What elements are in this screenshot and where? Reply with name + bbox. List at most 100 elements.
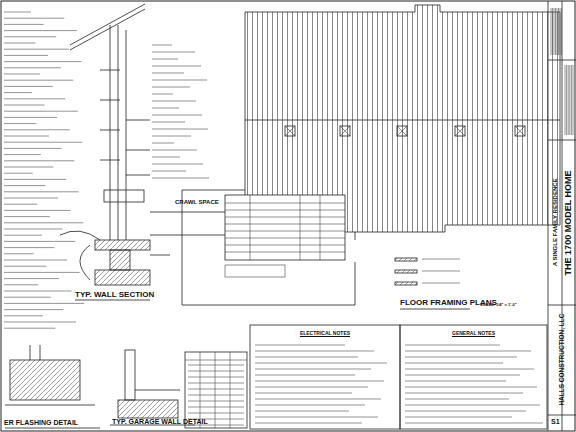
fine-print-stroke [4, 303, 84, 304]
fine-print-stroke [255, 381, 384, 382]
scale-note: SCALE: 1/4" = 1'-0" [480, 303, 517, 307]
fine-print-stroke [152, 52, 195, 53]
fine-print-stroke [4, 241, 75, 242]
fine-print-stroke [4, 222, 83, 223]
notes-box: GENERAL NOTES [400, 325, 547, 429]
fine-print-stroke [4, 129, 70, 130]
fine-print-stroke [405, 411, 526, 412]
fine-print-stroke [152, 80, 207, 81]
fine-print-stroke [4, 191, 79, 192]
fine-print-stroke [4, 247, 54, 248]
fine-print-stroke [4, 136, 49, 137]
detail-title: ER FLASHING DETAIL [4, 419, 78, 427]
fine-print-stroke [255, 375, 355, 376]
space-label: CRAWL SPACE [175, 199, 219, 206]
fine-print-stroke [4, 272, 80, 273]
fine-print-stroke [405, 399, 509, 400]
fine-print-stroke [152, 129, 208, 130]
fine-print-stroke [4, 315, 43, 316]
fine-print-stroke [4, 61, 81, 62]
fine-print-stroke [4, 30, 77, 31]
fine-print-stroke [405, 369, 534, 370]
fine-print-stroke [551, 8, 552, 55]
fine-print-stroke [152, 171, 186, 172]
fine-print-stroke [152, 66, 201, 67]
fine-print-stroke [188, 413, 244, 414]
fine-print-stroke [405, 417, 512, 418]
fine-print-stroke [255, 423, 362, 424]
fine-print-stroke [188, 371, 244, 372]
notes-heading: ELECTRICAL NOTES [250, 331, 400, 337]
fine-print-stroke [4, 216, 50, 217]
fine-print-stroke [255, 399, 381, 400]
fine-print-stroke [152, 143, 174, 144]
fine-print-stroke [405, 405, 540, 406]
fine-print-stroke [188, 389, 244, 390]
fine-print-stroke [422, 259, 460, 260]
fine-print-stroke [569, 65, 570, 135]
fine-print-stroke [152, 150, 197, 151]
fine-print-stroke [4, 18, 64, 19]
fine-print-stroke [152, 45, 172, 46]
fine-print-stroke [188, 407, 244, 408]
fine-print-stroke [565, 65, 566, 135]
fine-print-stroke [4, 253, 34, 254]
fine-print-stroke [4, 49, 69, 50]
fine-print-stroke [4, 179, 66, 180]
fine-print-stroke [4, 185, 45, 186]
fine-print-stroke [4, 117, 57, 118]
fine-print-stroke [188, 395, 244, 396]
fine-print-stroke [255, 357, 358, 358]
fine-print-stroke [4, 24, 44, 25]
fine-print-stroke [4, 55, 48, 56]
detail-title: TYP. WALL SECTION [75, 291, 154, 300]
fine-print-stroke [4, 74, 40, 75]
fine-print-stroke [4, 167, 54, 168]
fine-print-stroke [4, 235, 42, 236]
fine-print-stroke [405, 375, 520, 376]
fine-print-stroke [4, 328, 55, 329]
fine-print-stroke [4, 12, 31, 13]
fine-print-stroke [152, 73, 184, 74]
notes-heading: GENERAL NOTES [400, 331, 547, 337]
fine-print-stroke [4, 67, 61, 68]
fine-print-stroke [152, 115, 202, 116]
fine-print-stroke [4, 142, 82, 143]
fine-print-stroke [152, 59, 178, 60]
fine-print-stroke [255, 363, 387, 364]
title-text: A SINGLE FAMILY RESIDENCE [552, 143, 559, 302]
fine-print-stroke [152, 108, 179, 109]
fine-print-stroke [255, 411, 349, 412]
fine-print-stroke [188, 377, 244, 378]
fine-print-stroke [571, 65, 572, 135]
fine-print-stroke [4, 229, 63, 230]
fine-print-stroke [4, 36, 56, 37]
fine-print-stroke [4, 210, 71, 211]
fine-print-stroke [4, 148, 62, 149]
detail-title: TYP. GARAGE WALL DETAIL [112, 418, 208, 426]
fine-print-stroke [152, 87, 190, 88]
fine-print-stroke [4, 309, 63, 310]
title-text: HALLS CONSTRUCTION, LLC [558, 308, 565, 412]
fine-print-stroke [4, 260, 67, 261]
fine-print-stroke [405, 423, 543, 424]
sheet-number: S1 [551, 418, 560, 426]
fine-print-stroke [255, 387, 368, 388]
fine-print-stroke [152, 94, 173, 95]
fine-print-stroke [4, 92, 32, 93]
fine-print-stroke [255, 417, 378, 418]
fine-print-stroke [188, 365, 244, 366]
fine-print-stroke [4, 111, 78, 112]
fine-print-stroke [4, 173, 33, 174]
fine-print-stroke [152, 178, 209, 179]
fine-print-stroke [188, 401, 244, 402]
fine-print-stroke [4, 284, 38, 285]
fine-print-stroke [4, 160, 74, 161]
fine-print-stroke [152, 136, 191, 137]
fine-print-stroke [255, 405, 365, 406]
title-block-panel: A SINGLE FAMILY RESIDENCETHE 1700 MODEL … [548, 140, 576, 305]
fine-print-stroke [188, 383, 244, 384]
fine-print-stroke [4, 43, 36, 44]
fine-print-stroke [552, 8, 553, 55]
